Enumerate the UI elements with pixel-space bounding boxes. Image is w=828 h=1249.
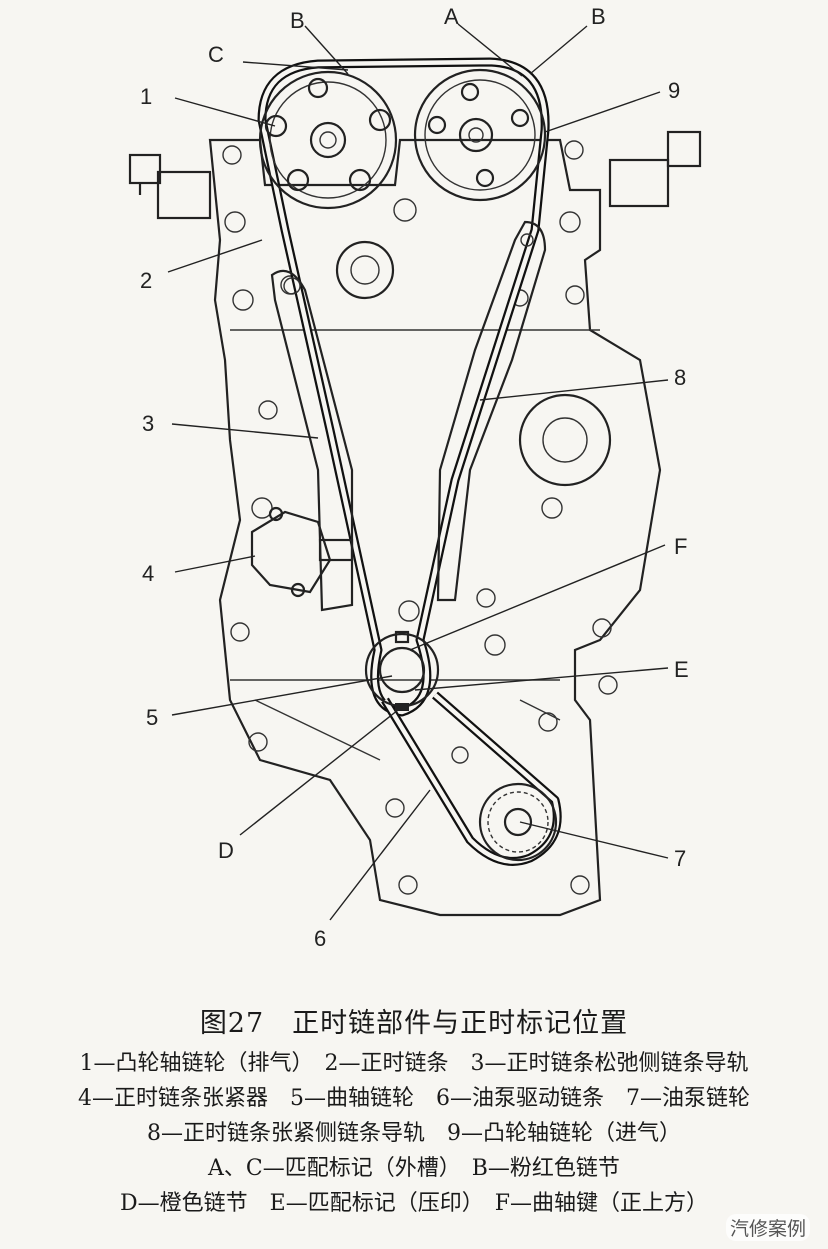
callout-8: 8 xyxy=(674,365,686,390)
callout-F: F xyxy=(674,534,687,559)
callout-B-right: B xyxy=(591,4,606,29)
pump-housing xyxy=(518,393,612,487)
callout-9: 9 xyxy=(668,78,680,103)
callout-A: A xyxy=(444,4,459,29)
legend-line-4: A、C—匹配标记（外槽） B—粉红色链节 xyxy=(208,1156,620,1181)
legend-line-1: 1—凸轮轴链轮（排气） 2—正时链条 3—正时链条松弛侧链条导轨 xyxy=(79,1051,749,1076)
callout-5: 5 xyxy=(146,705,158,730)
callout-4: 4 xyxy=(142,561,154,586)
right-solenoid xyxy=(608,130,702,208)
watermark: 汽修案例 xyxy=(725,1214,810,1241)
exhaust-cam-sprocket xyxy=(258,70,398,210)
legend-line-5: D—橙色链节 E—匹配标记（压印） F—曲轴键（正上方） xyxy=(120,1191,708,1216)
crankshaft-sprocket xyxy=(364,630,440,711)
callout-3: 3 xyxy=(142,411,154,436)
figure-caption: 图27 正时链部件与正时标记位置 1—凸轮轴链轮（排气） 2—正时链条 3—正时… xyxy=(0,1002,828,1221)
engine-block-inner xyxy=(230,329,600,761)
callout-1: 1 xyxy=(140,84,152,109)
legend-line-3: 8—正时链条张紧侧链条导轨 9—凸轮轴链轮（进气） xyxy=(147,1121,681,1146)
callout-7: 7 xyxy=(674,846,686,871)
engine-block-outline xyxy=(208,138,662,917)
timing-chain-diagram: B A B C 1 9 2 8 3 F 4 E 5 D 7 6 xyxy=(128,4,702,951)
figure-title: 图27 正时链部件与正时标记位置 xyxy=(199,1008,629,1039)
slack-side-guide xyxy=(270,269,354,612)
bolt-holes xyxy=(222,140,618,895)
callout-B-left: B xyxy=(290,8,305,33)
chain-tensioner xyxy=(250,506,354,598)
callout-C: C xyxy=(208,42,224,67)
tension-side-guide xyxy=(436,220,547,602)
callout-E: E xyxy=(674,657,689,682)
intake-cam-sprocket xyxy=(413,68,547,202)
callout-D: D xyxy=(218,838,234,863)
leader-lines xyxy=(167,23,669,921)
oil-pump-sprocket xyxy=(478,782,558,862)
left-solenoid xyxy=(128,153,212,220)
water-port xyxy=(335,240,395,300)
callout-2: 2 xyxy=(140,268,152,293)
legend-line-2: 4—正时链条张紧器 5—曲轴链轮 6—油泵驱动链条 7—油泵链轮 xyxy=(78,1086,750,1111)
callout-6: 6 xyxy=(314,926,326,951)
